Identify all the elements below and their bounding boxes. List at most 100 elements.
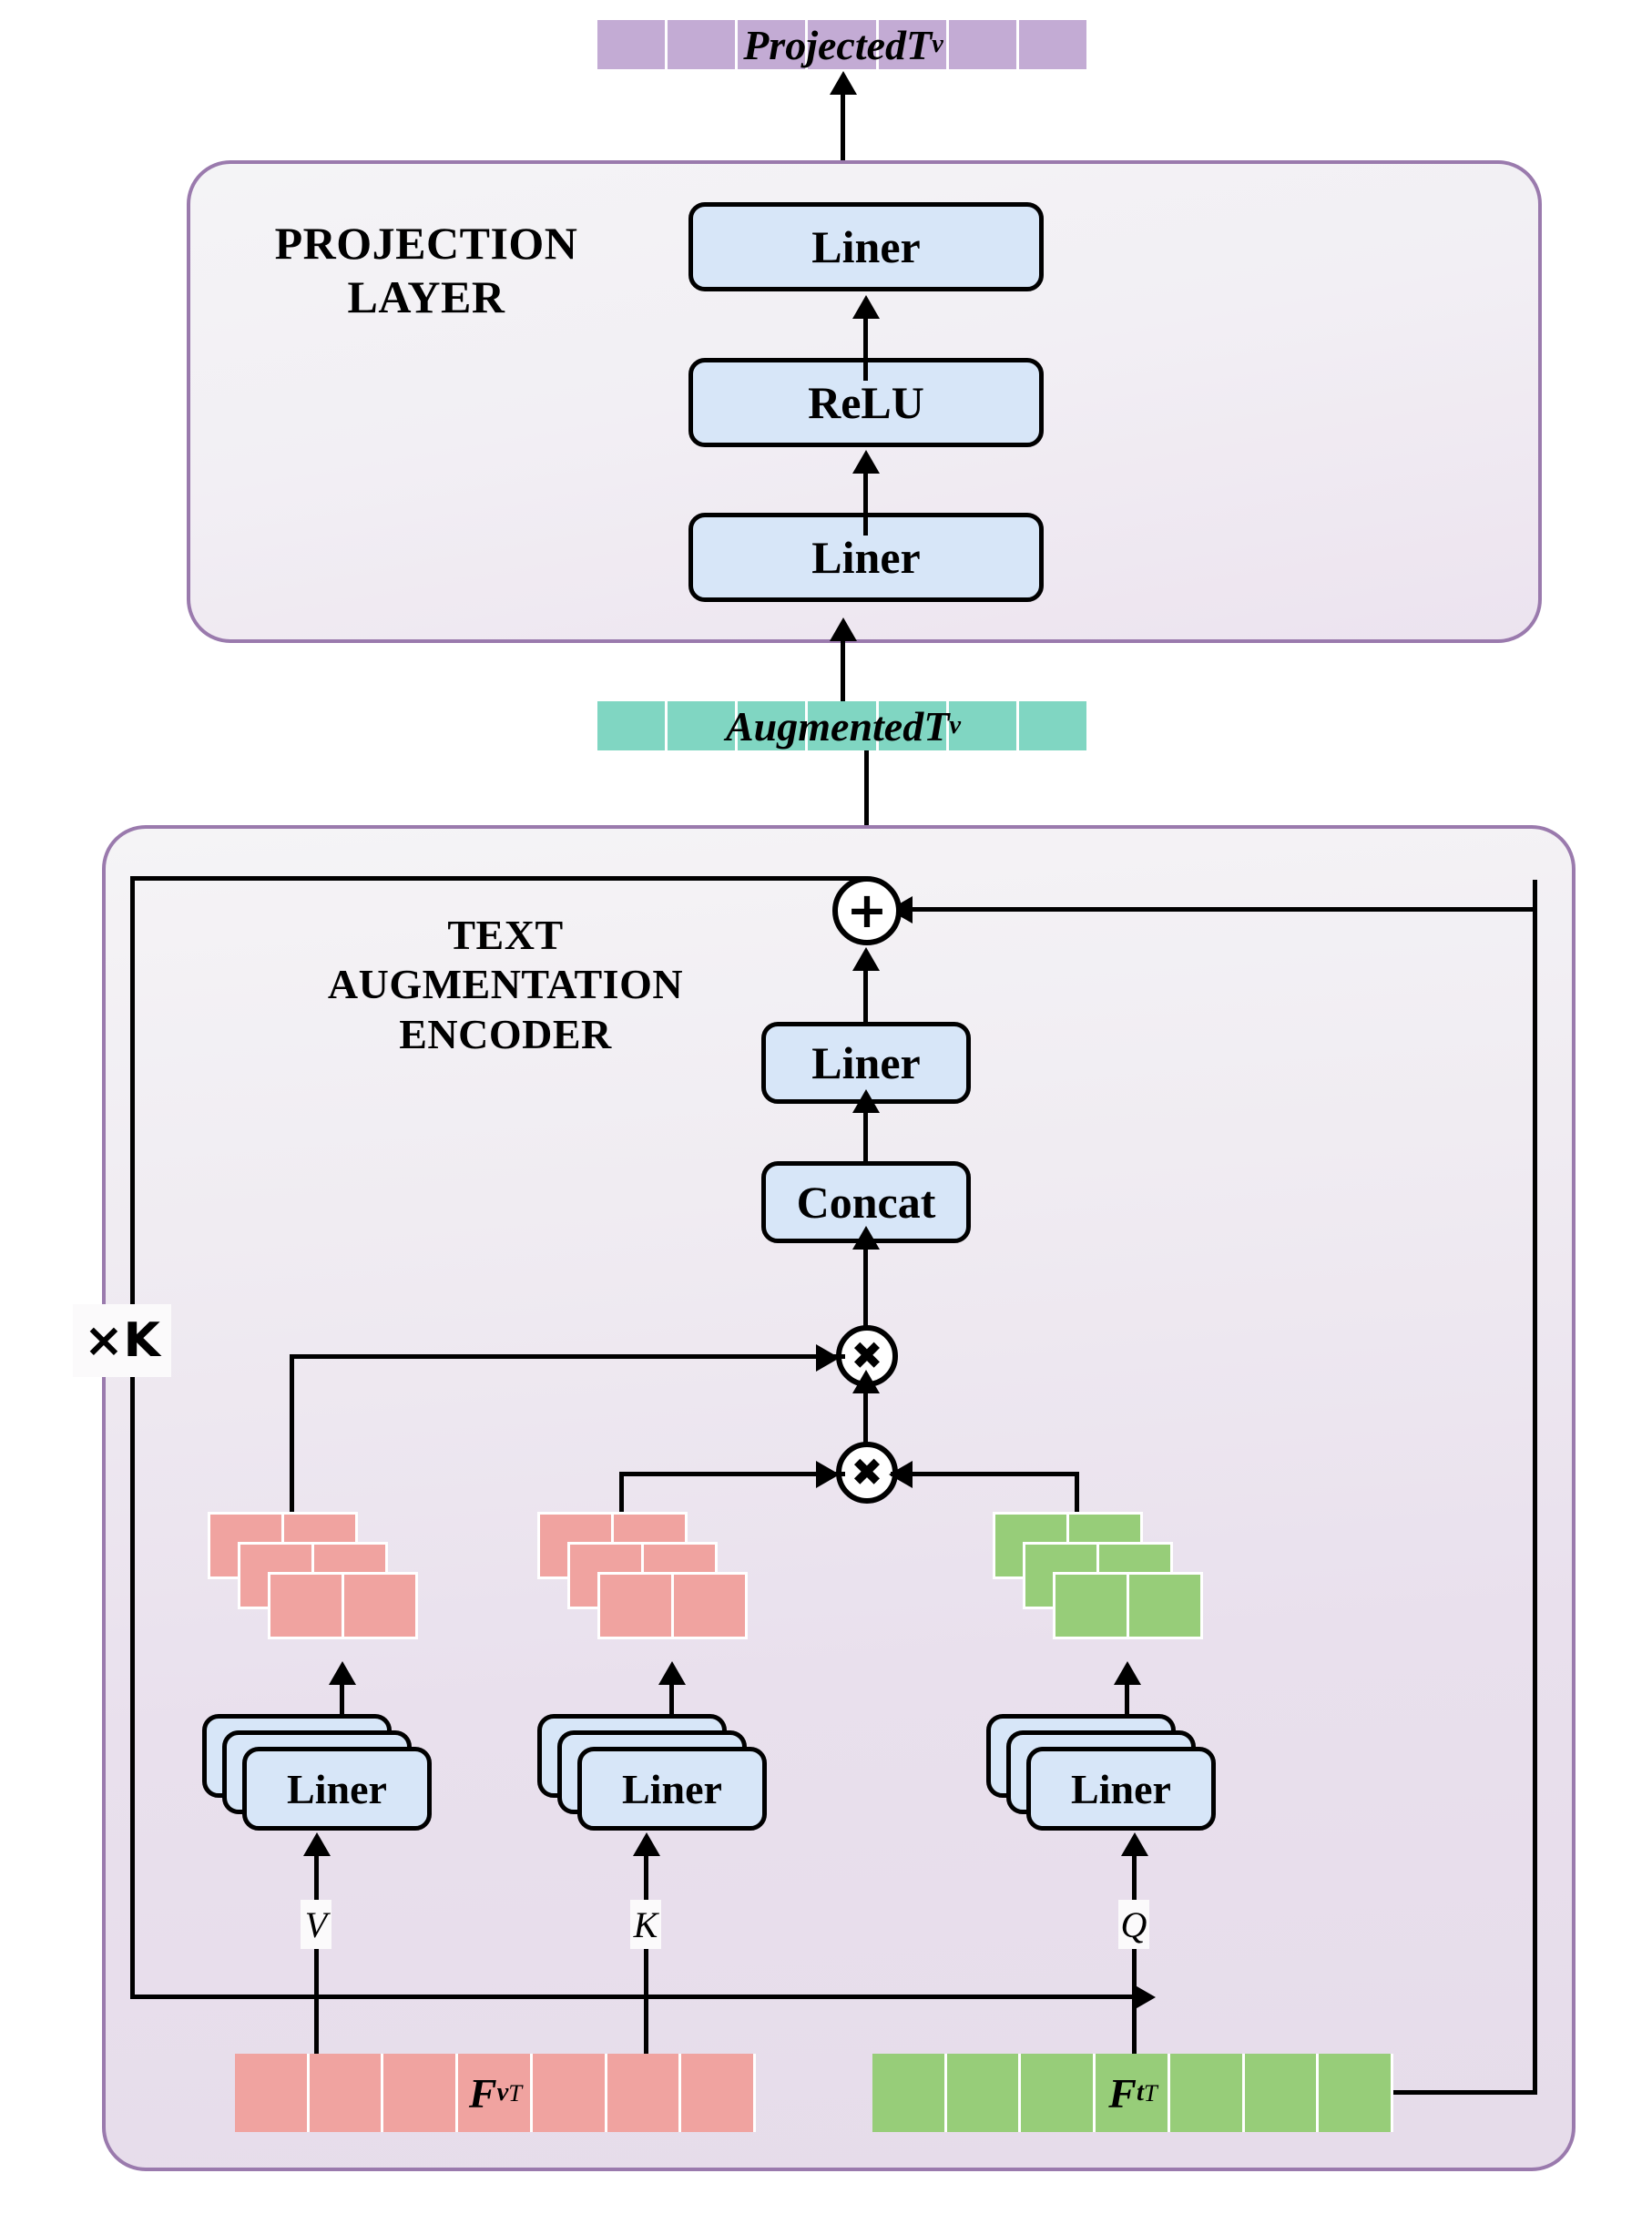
- arrowhead-up: [1121, 1832, 1148, 1856]
- arrowhead-up: [830, 71, 857, 95]
- edge-value-horizontal: [290, 1354, 845, 1359]
- token-cell: [738, 20, 809, 69]
- arrowhead-up: [852, 1226, 880, 1250]
- projection-title-line1: PROJECTION: [274, 218, 578, 269]
- token-cell: [668, 701, 739, 750]
- token-cell: [597, 701, 668, 750]
- plus-icon: +: [846, 882, 888, 939]
- liner-layer-front[interactable]: Liner: [577, 1747, 767, 1831]
- token-cell: [668, 20, 739, 69]
- edge-value-liner-to-tensor: [340, 1681, 344, 1738]
- edge-key-vertical: [619, 1475, 624, 1517]
- encoder-title-line3: ENCODER: [399, 1010, 612, 1057]
- text-augmentation-encoder-title: TEXT AUGMENTATION ENCODER: [291, 911, 719, 1059]
- token-cell: [738, 701, 809, 750]
- edge-fv-to-key: [644, 1891, 648, 2055]
- arrowhead-left: [889, 1461, 913, 1488]
- token-cell: [597, 20, 668, 69]
- liner-layer-front[interactable]: Liner: [1026, 1747, 1216, 1831]
- token-cell: [948, 701, 1019, 750]
- feature-cell: [681, 2054, 757, 2132]
- residual-right-top: [911, 907, 1537, 912]
- query-tag: Q: [1118, 1900, 1149, 1949]
- value-tensor-stack: [208, 1512, 418, 1679]
- edge-concat-to-liner: [863, 1107, 868, 1162]
- edge-ft-to-query: [1132, 1891, 1137, 2055]
- query-tensor-stack: [993, 1512, 1203, 1679]
- multiply-icon: ✖: [851, 1333, 883, 1378]
- value-tag: V: [301, 1900, 331, 1949]
- arrowhead-up: [852, 295, 880, 319]
- token-cell: [1018, 701, 1089, 750]
- residual-right-vertical: [1533, 880, 1537, 2095]
- arrowhead-up: [852, 947, 880, 971]
- edge-mul-bottom-to-mul-top: [863, 1390, 868, 1446]
- feature-cell: [383, 2054, 459, 2132]
- residual-right-bottom: [1392, 2090, 1537, 2095]
- repeat-count-label: ×K: [73, 1304, 171, 1377]
- token-cell: [808, 701, 879, 750]
- token-cell: [808, 20, 879, 69]
- arrowhead-up: [852, 450, 880, 474]
- token-cell: [948, 20, 1019, 69]
- feature-cell: [458, 2054, 533, 2132]
- token-cell: [1018, 20, 1089, 69]
- edge-relu-to-liner-top: [863, 315, 868, 381]
- edge-key-horizontal: [619, 1472, 845, 1476]
- arrowhead-up: [303, 1832, 331, 1856]
- arrowhead-right: [816, 1344, 840, 1372]
- multiply-icon: ✖: [851, 1450, 883, 1495]
- feature-cell: [1244, 2054, 1320, 2132]
- edge-value-upper: [314, 1854, 319, 1896]
- projection-liner-top[interactable]: Liner: [688, 202, 1044, 291]
- arrowhead-up: [329, 1661, 356, 1685]
- edge-key-upper: [644, 1854, 648, 1896]
- edge-value-vertical: [290, 1358, 294, 1516]
- feature-cell: [1021, 2054, 1096, 2132]
- edge-query-vertical: [1075, 1475, 1079, 1517]
- residual-left-top: [130, 876, 866, 881]
- feature-cell: [1319, 2054, 1394, 2132]
- token-cell: [878, 20, 949, 69]
- feature-cell: [1096, 2054, 1170, 2132]
- arrowhead-up: [1114, 1661, 1141, 1685]
- value-liner-stack[interactable]: Liner: [202, 1714, 446, 1831]
- feature-cell: [1169, 2054, 1245, 2132]
- tensor-card: [597, 1572, 748, 1639]
- liner-layer-front[interactable]: Liner: [242, 1747, 432, 1831]
- arrowhead-up: [852, 1370, 880, 1393]
- feature-cell: [235, 2054, 310, 2132]
- edge-key-liner-to-tensor: [669, 1681, 674, 1738]
- key-liner-stack[interactable]: Liner: [537, 1714, 781, 1831]
- token-cell: [878, 701, 949, 750]
- feature-cell: [946, 2054, 1022, 2132]
- feature-cell: [607, 2054, 682, 2132]
- arrowhead-up: [852, 1089, 880, 1113]
- edge-projection-to-output: [841, 91, 845, 164]
- encoder-title-line2: AUGMENTATION: [327, 961, 684, 1008]
- edge-encoder-liner-to-add: [863, 967, 868, 1024]
- tensor-card: [268, 1572, 418, 1639]
- edge-mul-top-to-concat: [863, 1246, 868, 1328]
- projection-layer-title: PROJECTION LAYER: [226, 217, 627, 324]
- arrowhead-up: [830, 617, 857, 641]
- feature-cell: [872, 2054, 947, 2132]
- edge-add-to-augmented: [864, 750, 869, 880]
- edge-augmented-to-projection: [841, 638, 845, 703]
- query-liner-stack[interactable]: Liner: [986, 1714, 1230, 1831]
- edge-query-liner-to-tensor: [1125, 1681, 1129, 1738]
- edge-query-upper: [1132, 1854, 1137, 1896]
- feature-cell: [532, 2054, 607, 2132]
- arrowhead-right: [816, 1461, 840, 1488]
- edge-fv-to-value: [314, 1891, 319, 2055]
- feature-cell: [309, 2054, 384, 2132]
- add-operator[interactable]: +: [832, 876, 902, 945]
- edge-query-horizontal: [891, 1472, 1079, 1476]
- edge-liner-bottom-to-relu: [863, 470, 868, 536]
- encoder-title-line1: TEXT: [447, 912, 564, 958]
- arrowhead-up: [658, 1661, 686, 1685]
- residual-left-bottom-rail: [130, 1995, 1137, 1999]
- tensor-card: [1053, 1572, 1203, 1639]
